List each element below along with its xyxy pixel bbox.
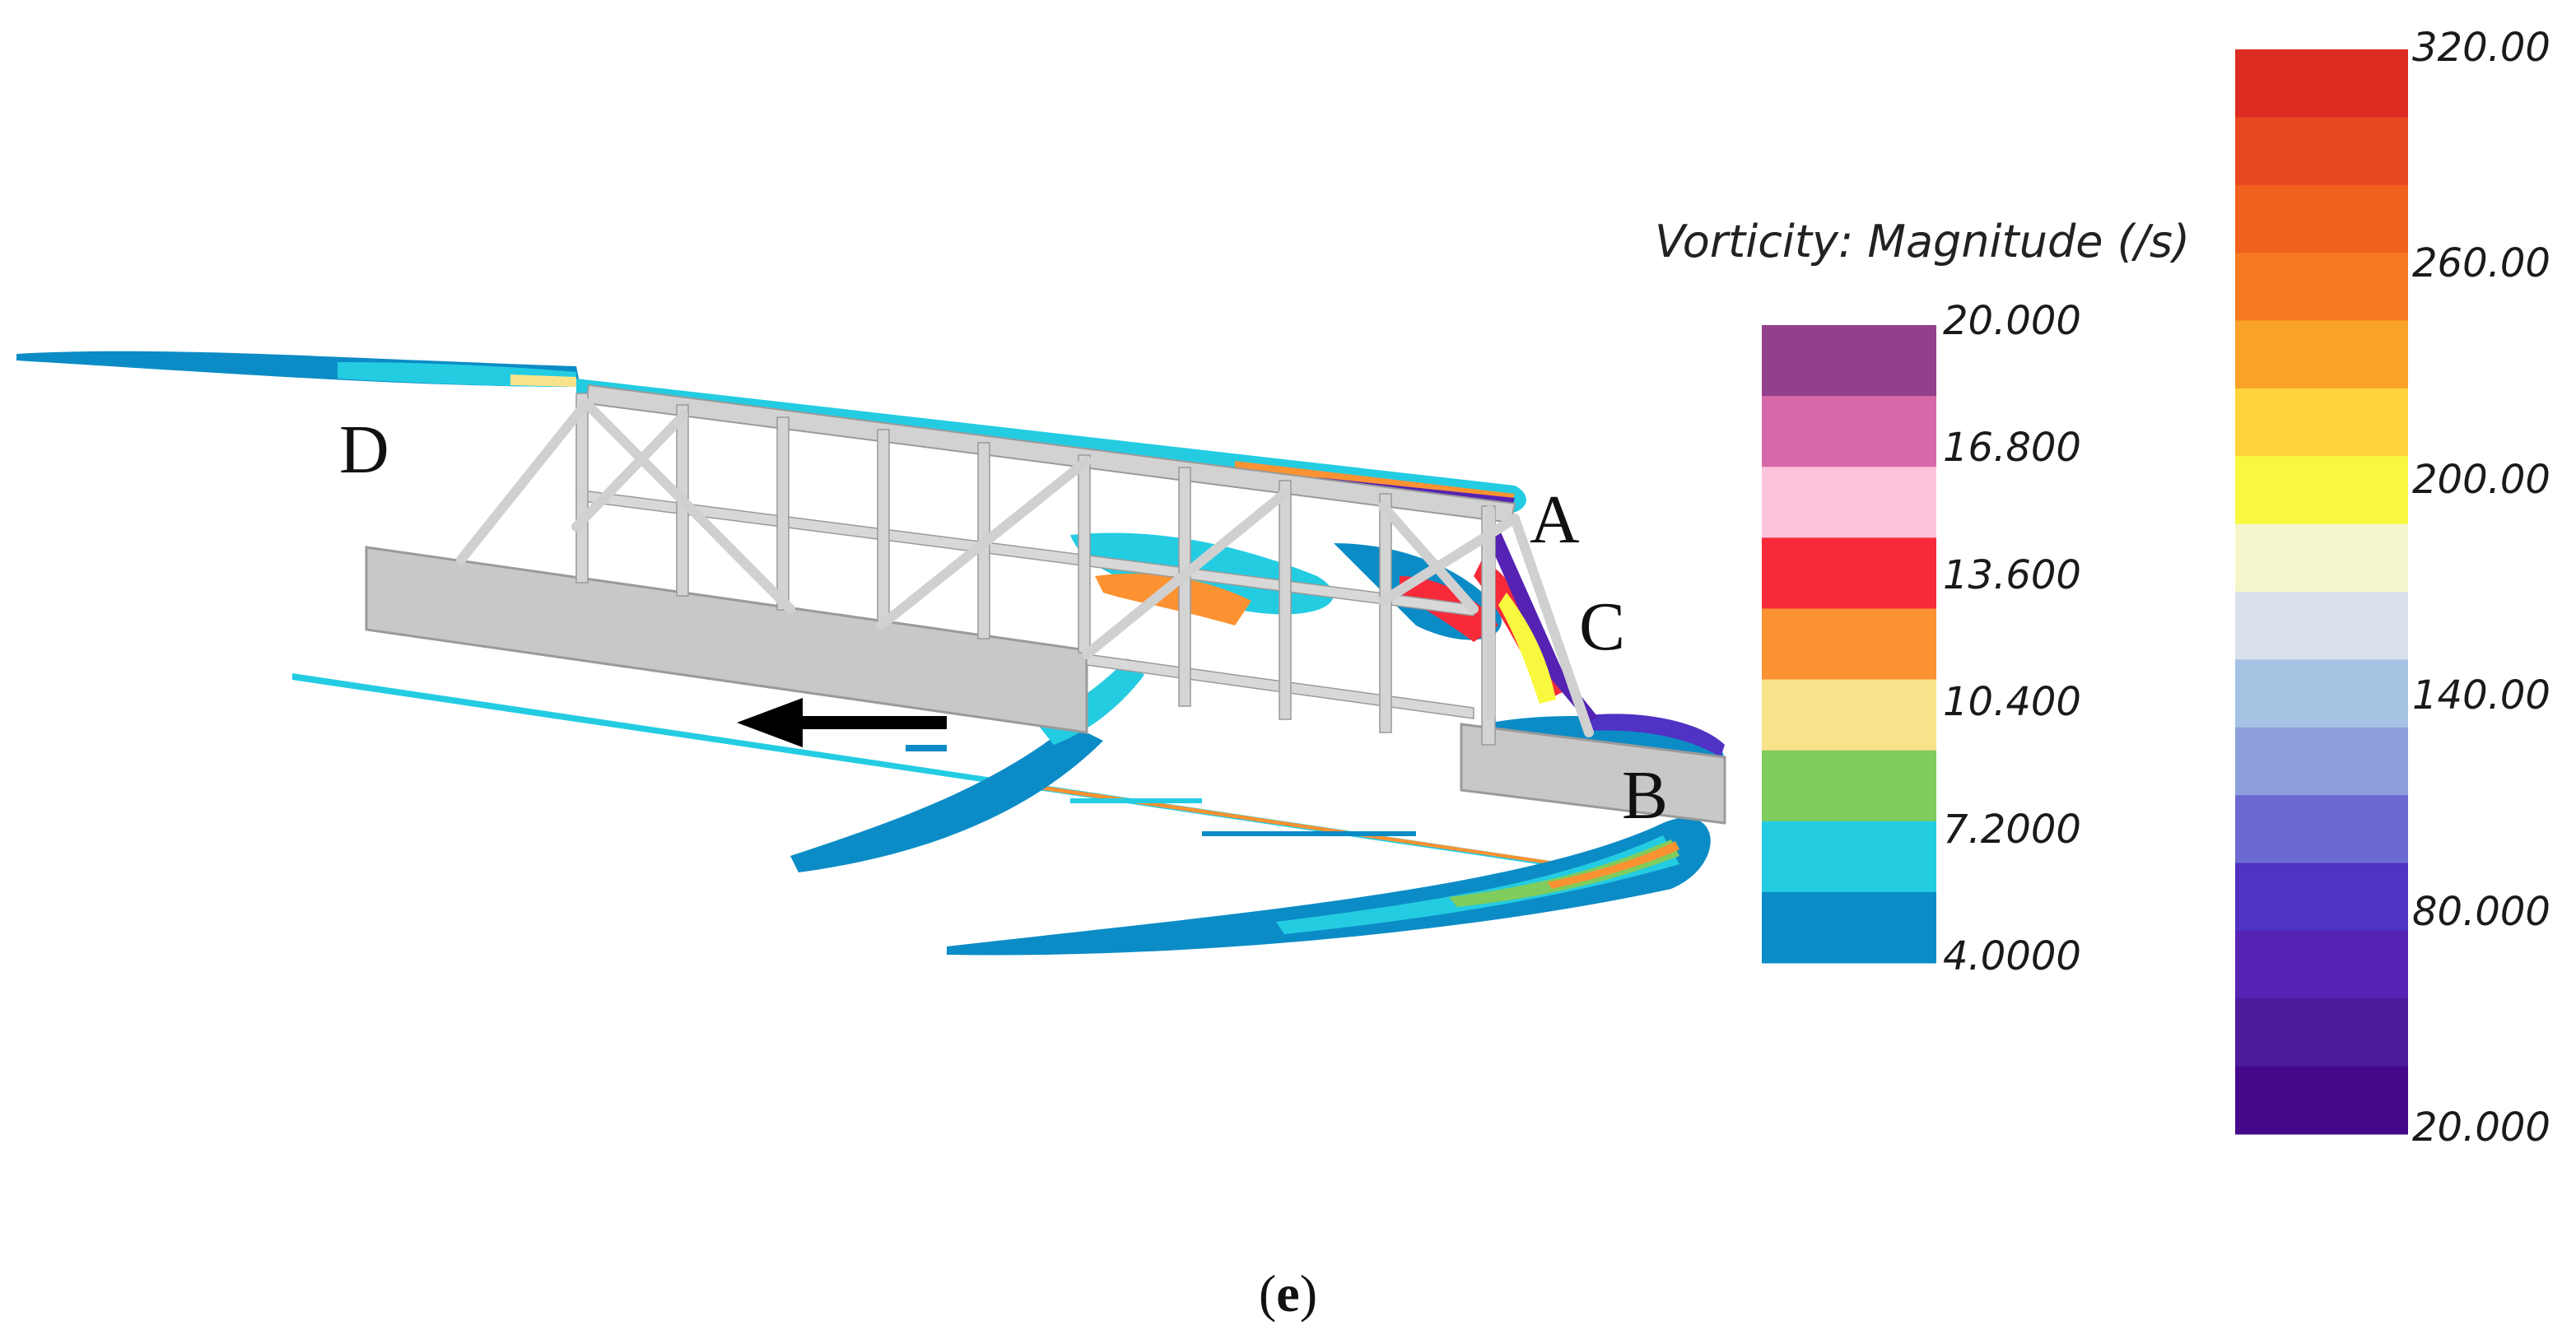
colorbar-swatch [1762,325,1936,397]
tick-label: 16.800 [1943,425,2081,472]
caption-open: ( [1258,1264,1277,1323]
colorbar-swatch [2235,795,2408,863]
colorbar-swatch [1762,821,1936,893]
wake-end-truss-purple [1486,527,1597,724]
colorbar-swatch [2235,863,2408,932]
colorbar-swatch [2235,523,2408,593]
point-label-a: A [1530,481,1580,558]
end-block [1460,723,1726,825]
colorbar-swatch [1762,608,1936,681]
colorbar-swatch [2235,388,2408,457]
colorbar-swatch [2235,659,2408,728]
truss-diagonals [456,398,1594,737]
wake-end-truss-yellow [1498,593,1556,704]
colorbar-swatch [1762,750,1936,822]
colorbar-swatch [2235,456,2408,525]
tick-label: 13.600 [1943,551,2081,598]
wake-lower-sweep-warm [1449,839,1679,907]
tick-label: 7.2000 [1943,806,2081,853]
colorbar-swatch [1762,467,1936,538]
wake-lower-sweep-cyan [1276,835,1679,934]
colorbar-swatch [2235,49,2408,118]
point-label-c: C [1579,588,1626,665]
legend-large-colorbar [2235,49,2408,1135]
point-label-d: D [339,412,389,488]
caption-close: ) [1299,1264,1318,1323]
tick-label: 10.400 [1943,679,2081,726]
truss-verticals [575,393,1496,746]
colorbar-swatch [1762,679,1936,751]
wake-right-end-purple [1581,714,1725,757]
colorbar-swatch [2235,592,2408,660]
tick-label: 320.00 [2412,25,2550,71]
wake-interior-2 [1095,573,1251,625]
wake-lower-sweep-hot [1548,841,1679,889]
point-label-b: B [1622,757,1669,834]
tick-label: 140.00 [2412,672,2550,719]
tick-label: 20.000 [2412,1104,2550,1151]
truss-top-chord [585,384,1516,524]
wake-lower-curl [790,724,1103,872]
tick-label: 260.00 [2412,240,2550,287]
colorbar-swatch [2235,253,2408,321]
colorbar-swatch [2235,184,2408,253]
wake-left-hot [510,374,576,387]
main-deck [365,546,1088,734]
figure-caption: (e) [0,1263,2576,1324]
colorbar-swatch [2235,320,2408,389]
tick-label: 200.00 [2412,456,2550,503]
wake-fragment [1202,831,1416,836]
colorbar-swatch [2235,930,2408,999]
tick-label: 4.0000 [1943,933,2081,979]
colorbar-swatch [2235,1066,2408,1135]
colorbar-swatch [1762,891,1936,964]
wake-fragment [1070,798,1202,803]
legend-small-colorbar [1762,325,1936,964]
tick-label: 20.000 [1943,298,2081,344]
colorbar-swatch [2235,727,2408,796]
flow-direction-arrow [737,698,947,747]
colorbar-swatch [2235,117,2408,186]
wake-lower-sweep [947,817,1711,956]
legend-title: Vorticity: Magnitude (/s) [1655,216,2191,267]
colorbar-swatch [1762,537,1936,609]
colorbar-swatch [2235,998,2408,1067]
tick-label: 80.000 [2412,888,2550,935]
colorbar-swatch [1762,396,1936,467]
wake-fragment [906,745,947,751]
caption-letter: e [1276,1264,1300,1323]
